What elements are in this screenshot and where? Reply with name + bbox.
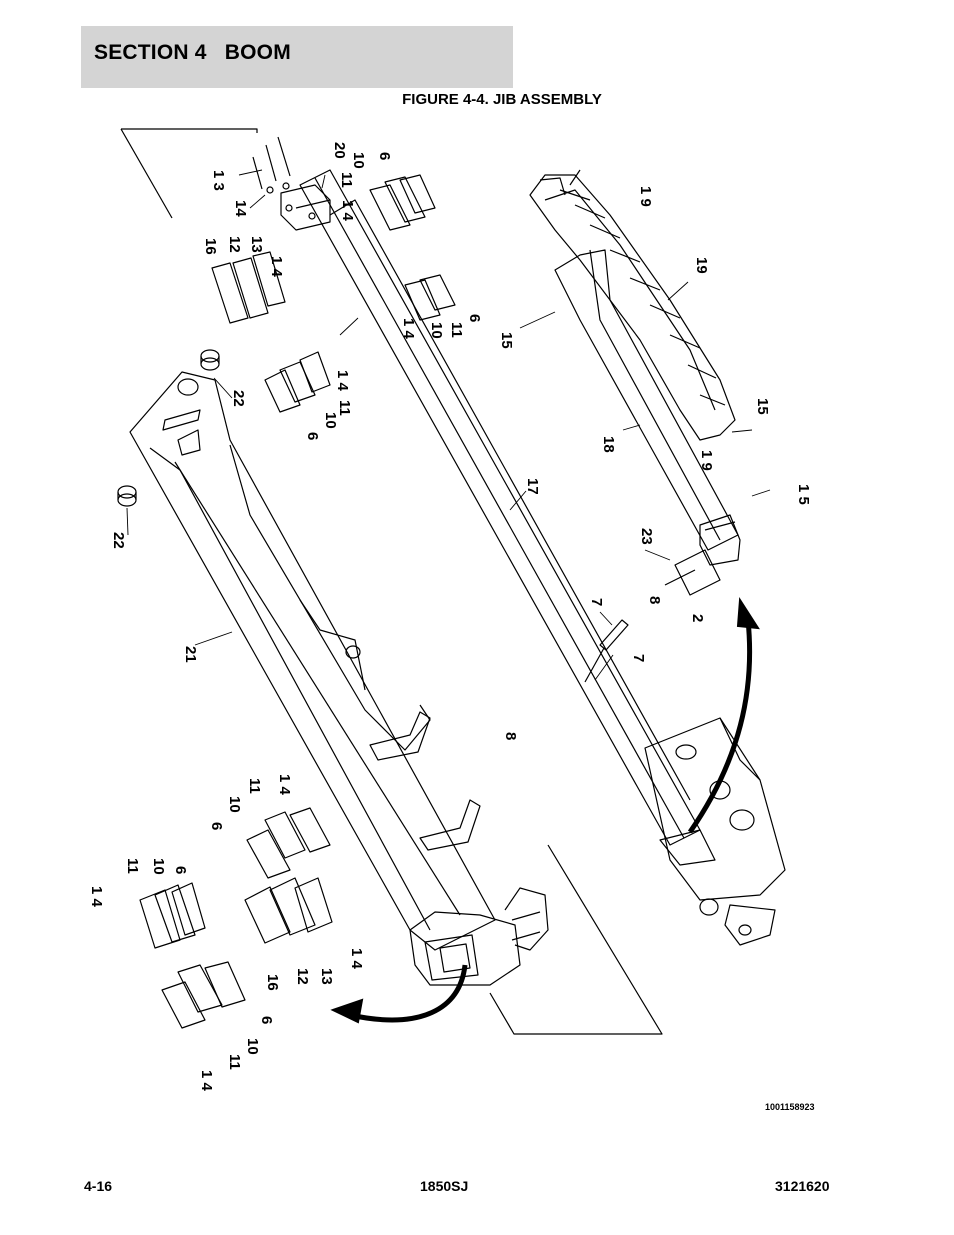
callout-14: 1 4 <box>276 774 293 796</box>
callout-10: 10 <box>322 412 339 429</box>
section-title: SECTION 4 BOOM <box>94 41 291 64</box>
callout-14: 1 4 <box>268 256 285 278</box>
callout-10: 10 <box>428 322 445 339</box>
callout-12: 12 <box>294 968 311 985</box>
callout-11: 11 <box>226 1054 243 1070</box>
callout-8: 8 <box>646 596 663 604</box>
callout-22: 22 <box>110 532 127 549</box>
callout-11: 11 <box>448 322 465 338</box>
callout-7: 7 <box>630 654 647 662</box>
callout-7: 7 <box>588 598 605 606</box>
callout-15: 15 <box>498 332 515 349</box>
callout-6: 6 <box>376 152 393 160</box>
callout-10: 10 <box>350 152 367 169</box>
callout-23: 23 <box>638 528 655 545</box>
callout-6: 6 <box>258 1016 275 1024</box>
callout-12: 12 <box>226 236 243 253</box>
callout-14: 1 4 <box>400 318 417 340</box>
callout-11: 11 <box>336 400 353 416</box>
callout-19: 19 <box>693 257 710 274</box>
callout-6: 6 <box>304 432 321 440</box>
callout-13: 13 <box>248 236 265 253</box>
callout-21: 21 <box>182 646 199 663</box>
section-header-band <box>81 26 513 88</box>
callout-13: 1 3 <box>210 170 227 191</box>
callout-18: 18 <box>600 436 617 453</box>
callout-13: 13 <box>318 968 335 985</box>
callout-19: 1 9 <box>637 186 654 207</box>
document-number: 3121620 <box>775 1178 830 1194</box>
callout-16: 16 <box>202 238 219 255</box>
callout-16: 16 <box>264 974 281 991</box>
callout-14: 14 <box>232 200 249 217</box>
callout-6: 6 <box>172 866 189 874</box>
callout-6: 6 <box>208 822 225 830</box>
callout-11: 11 <box>246 778 263 794</box>
drawing-number: 1001158923 <box>765 1102 815 1112</box>
callout-22: 22 <box>230 390 247 407</box>
callout-6: 6 <box>466 314 483 322</box>
callout-11: 11 <box>124 858 141 874</box>
page-number: 4-16 <box>84 1178 113 1194</box>
callout-19: 1 9 <box>698 450 715 471</box>
callout-14: 1 4 <box>339 200 356 222</box>
callout-14: 1 4 <box>334 370 351 392</box>
callout-11: 11 <box>338 172 355 188</box>
callout-14: 1 4 <box>88 886 105 908</box>
callout-10: 10 <box>226 796 243 813</box>
figure-title: FIGURE 4-4. JIB ASSEMBLY <box>402 91 602 108</box>
callout-2: 2 <box>689 614 706 622</box>
callout-15: 15 <box>754 398 771 415</box>
callout-17: 17 <box>524 478 541 495</box>
callout-20: 20 <box>331 142 348 159</box>
model-number: 1850SJ <box>420 1178 469 1194</box>
callout-15: 1 5 <box>795 484 812 505</box>
callout-8: 8 <box>502 732 519 740</box>
callout-14: 1 4 <box>198 1070 215 1092</box>
callout-10: 10 <box>150 858 167 875</box>
callout-10: 10 <box>244 1038 261 1055</box>
callout-14: 1 4 <box>348 948 365 970</box>
